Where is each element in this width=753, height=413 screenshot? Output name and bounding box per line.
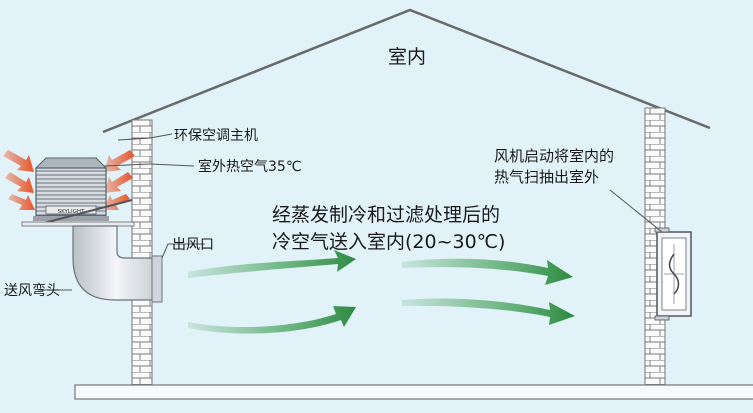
exhaust-fan-icon [654, 227, 692, 321]
green-arrow-icon [188, 306, 356, 334]
left-wall [131, 119, 153, 386]
indoor-label: 室内 [388, 46, 427, 68]
green-arrow-icon [402, 298, 575, 325]
outdoor-hot-air-label: 室外热空气35℃ [198, 159, 302, 175]
process-description-line2: 冷空气送入室内(20~30℃) [272, 231, 506, 253]
orange-arrow-icon [104, 172, 133, 193]
ground [74, 384, 753, 400]
main-unit-label: 环保空调主机 [174, 128, 258, 144]
evaporative-cooler-icon: SKYLIGHT [33, 157, 109, 221]
green-arrow-icon [402, 258, 573, 285]
process-description: 经蒸发制冷和过滤处理后的 冷空气送入室内(20~30℃) [272, 202, 505, 256]
duct-outlet [151, 255, 163, 303]
leader-lines [38, 133, 663, 291]
fan-description-line2: 热气扫抽出室外 [494, 168, 600, 186]
roof-line [102, 8, 711, 134]
orange-arrow-icon [104, 150, 135, 172]
outlet-label: 出风口 [172, 237, 214, 253]
orange-arrow-icon [5, 172, 34, 193]
fan-description: 风机启动将室内的 热气扫抽出室外 [494, 146, 614, 188]
green-arrow-icon [188, 250, 356, 278]
process-description-line1: 经蒸发制冷和过滤处理后的 [272, 204, 501, 226]
unit-brand-text: SKYLIGHT [58, 209, 85, 215]
orange-arrow-icon [8, 194, 35, 210]
elbow-label: 送风弯头 [4, 283, 60, 299]
hot-air-arrows [3, 150, 135, 210]
fan-description-line1: 风机启动将室内的 [494, 147, 615, 165]
cool-air-arrows [188, 250, 575, 334]
orange-arrow-icon [3, 150, 34, 172]
